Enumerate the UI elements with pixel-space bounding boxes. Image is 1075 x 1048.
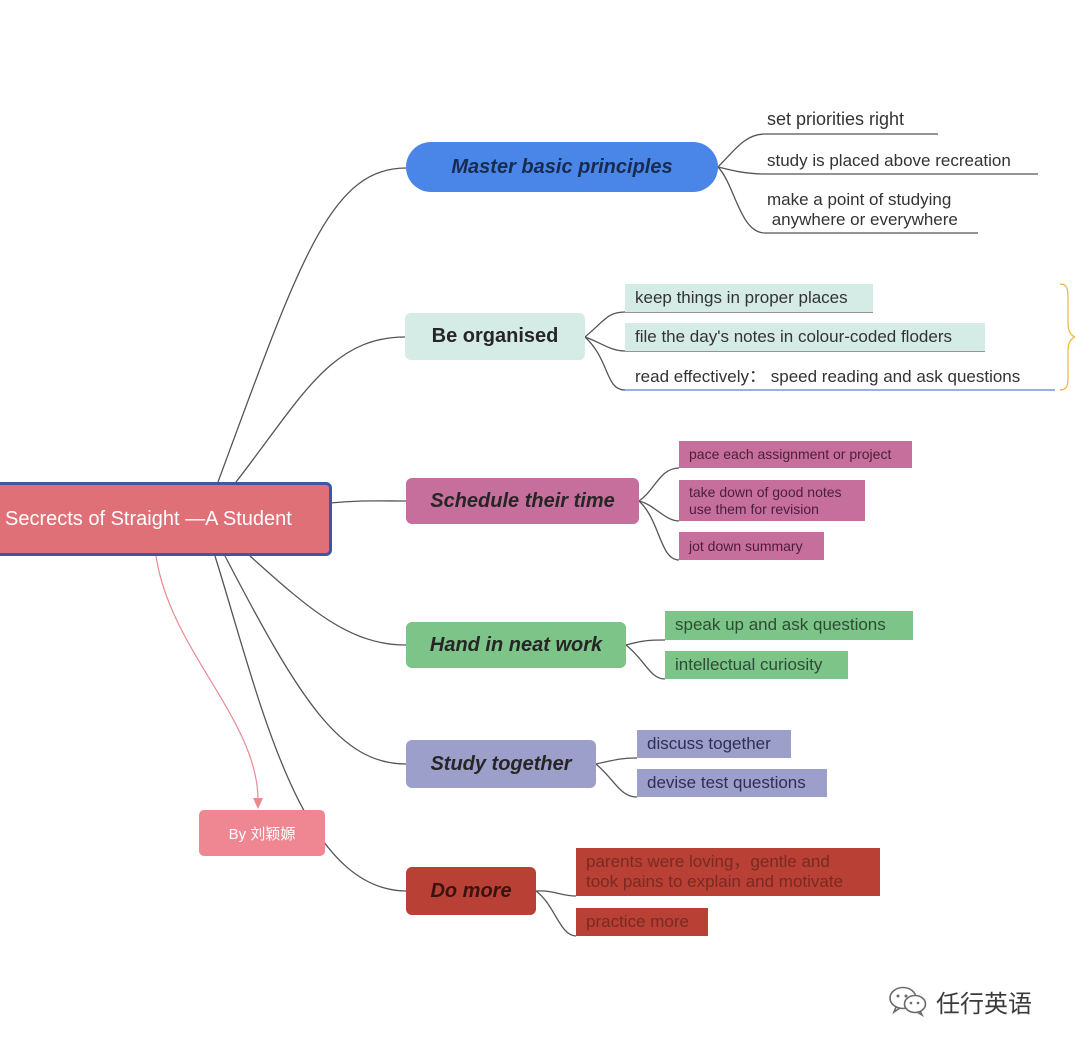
topic-label: Master basic principles bbox=[451, 155, 673, 178]
leaf-label: study is placed above recreation bbox=[767, 150, 1011, 170]
link-topic-4 bbox=[249, 555, 407, 646]
leaf-practice-more: practice more bbox=[576, 908, 708, 936]
topic-be-organised: Be organised bbox=[405, 313, 585, 360]
link-leaf-2-1 bbox=[584, 311, 873, 338]
leaf-devise-questions: devise test questions bbox=[637, 769, 827, 797]
link-leaf-6-2 bbox=[535, 890, 577, 937]
leaf-speak-up: speak up and ask questions bbox=[665, 611, 913, 640]
topic-label: Study together bbox=[430, 752, 572, 775]
link-leaf-3-1 bbox=[638, 467, 680, 502]
link-leaf-2-3 bbox=[584, 336, 626, 391]
leaf-label: devise test questions bbox=[647, 772, 806, 792]
topic-label: Hand in neat work bbox=[429, 633, 603, 656]
link-leaf-6-1 bbox=[535, 890, 577, 897]
link-leaf-1-2 bbox=[717, 166, 1038, 175]
topic-master-basic-principles: Master basic principles bbox=[406, 142, 718, 192]
leaf-study-above-recreation: study is placed above recreation bbox=[767, 150, 1011, 172]
leaf-discuss-together: discuss together bbox=[637, 730, 791, 758]
leaf-label: pace each assignment or project bbox=[689, 446, 892, 463]
link-leaf-4-2 bbox=[625, 644, 666, 680]
link-topic-5 bbox=[224, 555, 407, 765]
watermark-text: 任行英语 bbox=[936, 990, 1032, 1018]
leaf-keep-things: keep things in proper places bbox=[625, 284, 873, 312]
root-node: Secrects of Straight —A Student bbox=[0, 482, 332, 556]
leaf-label: speak up and ask questions bbox=[675, 615, 886, 635]
topic-label: Do more bbox=[430, 879, 512, 902]
topic-do-more: Do more bbox=[406, 867, 536, 915]
link-leaf-4-1 bbox=[625, 639, 666, 646]
leaf-label: discuss together bbox=[647, 733, 771, 753]
leaf-label: practice more bbox=[586, 911, 689, 931]
link-leaf-3-3 bbox=[638, 500, 680, 561]
author-arrow-line bbox=[155, 555, 259, 801]
leaf-label: read effectively： speed reading and ask … bbox=[635, 366, 1021, 386]
link-leaf-1-1 bbox=[717, 133, 938, 168]
leaf-label: keep things in proper places bbox=[635, 287, 848, 307]
leaf-pace-assignment: pace each assignment or project bbox=[679, 441, 912, 468]
leaf-label: parents were loving，gentle and took pain… bbox=[586, 851, 844, 891]
link-leaf-5-1 bbox=[595, 757, 638, 765]
link-leaf-2-2 bbox=[584, 336, 985, 352]
topic-study-together: Study together bbox=[406, 740, 596, 788]
link-topic-1 bbox=[217, 167, 407, 483]
link-topic-3 bbox=[329, 500, 407, 504]
author-label: By 刘颖嫄 bbox=[228, 825, 296, 843]
link-leaf-5-2 bbox=[595, 763, 638, 798]
group-brace bbox=[1059, 283, 1075, 391]
author-arrow-head bbox=[253, 798, 263, 809]
topic-schedule-their-time: Schedule their time bbox=[406, 478, 639, 524]
root-label: Secrects of Straight —A Student bbox=[5, 507, 292, 530]
leaf-read-effectively: read effectively： speed reading and ask … bbox=[635, 366, 1020, 388]
leaf-curiosity: intellectual curiosity bbox=[665, 651, 848, 679]
topic-label: Be organised bbox=[431, 325, 559, 347]
link-leaf-1-3 bbox=[717, 166, 978, 234]
topic-label: Schedule their time bbox=[430, 489, 615, 512]
leaf-label: jot down summary bbox=[689, 537, 803, 554]
leaf-label: file the day's notes in colour-coded flo… bbox=[635, 326, 952, 346]
link-topic-6 bbox=[214, 555, 407, 892]
leaf-parents-loving: parents were loving，gentle and took pain… bbox=[576, 848, 880, 896]
leaf-jot-summary: jot down summary bbox=[679, 532, 824, 560]
leaf-take-notes: take down of good notes use them for rev… bbox=[679, 480, 865, 521]
leaf-label: intellectual curiosity bbox=[675, 654, 823, 674]
leaf-set-priorities: set priorities right bbox=[767, 108, 904, 132]
link-leaf-3-2 bbox=[638, 500, 680, 522]
watermark: 任行英语 bbox=[888, 984, 1032, 1018]
leaf-label: set priorities right bbox=[767, 109, 905, 130]
topic-hand-in-neat-work: Hand in neat work bbox=[406, 622, 626, 668]
link-topic-2 bbox=[235, 336, 406, 483]
leaf-label: make a point of studying anywhere or eve… bbox=[767, 189, 958, 229]
wechat-icon bbox=[889, 986, 927, 1017]
author-node: By 刘颖嫄 bbox=[199, 810, 325, 856]
leaf-study-anywhere: make a point of studying anywhere or eve… bbox=[767, 189, 958, 231]
leaf-label: take down of good notes use them for rev… bbox=[689, 484, 842, 517]
leaf-file-notes: file the day's notes in colour-coded flo… bbox=[625, 323, 985, 351]
